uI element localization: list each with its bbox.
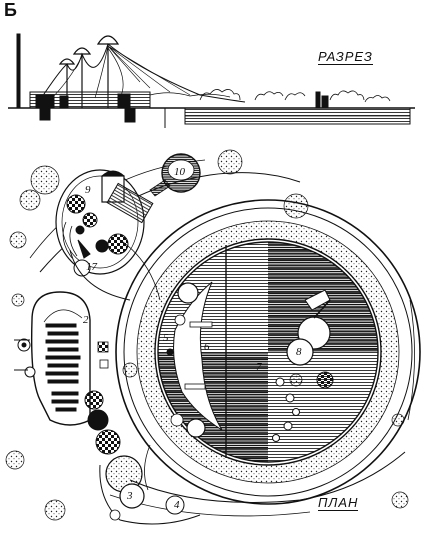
zone-10-label: 10 bbox=[174, 166, 185, 178]
zone-4-label: 4 bbox=[174, 499, 180, 511]
upper-left-complex bbox=[55, 153, 201, 301]
sheet-letter: Б bbox=[4, 0, 17, 20]
plan-title: ПЛАН bbox=[318, 495, 359, 511]
zone-7-label: 7 bbox=[256, 361, 262, 373]
zone-8-label: 8 bbox=[296, 346, 302, 358]
zone-9-label: 9 bbox=[85, 184, 91, 196]
zone-3-label: 3 bbox=[127, 490, 133, 502]
section-title: РАЗРЕЗ bbox=[318, 49, 373, 65]
zone-5-label: 5 bbox=[163, 332, 169, 344]
plan-drawing bbox=[5, 149, 421, 525]
section-drawing bbox=[8, 33, 415, 128]
circle-chain bbox=[84, 390, 201, 525]
zone-6-label: 6 bbox=[204, 341, 210, 353]
zone-17-label: 17 bbox=[86, 261, 97, 273]
zone-2-label: 2 bbox=[83, 314, 89, 326]
trees bbox=[5, 149, 409, 521]
